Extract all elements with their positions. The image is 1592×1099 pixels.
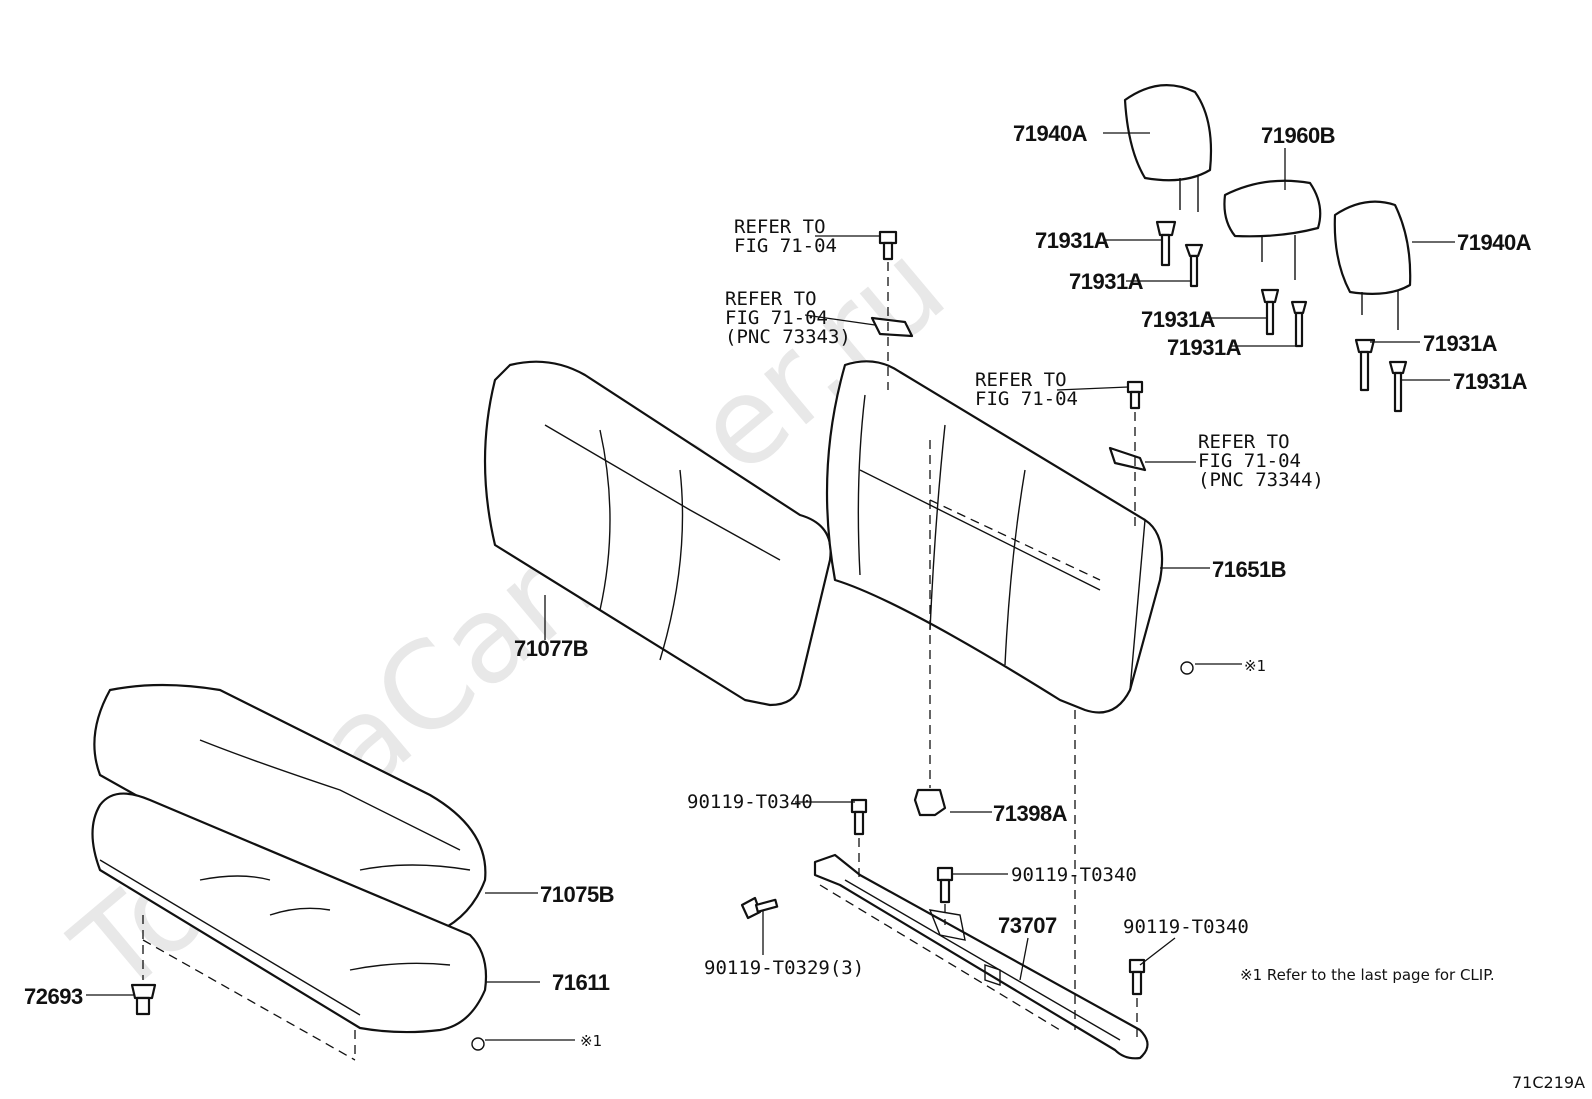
cushion-clip[interactable]	[130, 983, 157, 1016]
bolt-2[interactable]	[936, 866, 954, 904]
label-cushion-cover: 71075B	[540, 882, 614, 907]
label-support-4: 71931A	[1167, 335, 1242, 360]
refer-bolt-2[interactable]	[1126, 380, 1144, 410]
label-cushion-clip: 72693	[24, 984, 83, 1009]
label-bolt-3: 90119-T0340	[1123, 916, 1249, 938]
seat-cushion-pad[interactable]	[91, 792, 488, 1034]
label-headrest-right: 71940A	[1457, 230, 1532, 255]
label-support-3: 71931A	[1141, 307, 1216, 332]
refer-3-line-2: FIG 71-04	[975, 388, 1078, 410]
bolt-4[interactable]	[740, 896, 779, 920]
label-seatback-frame: 71651B	[1212, 557, 1286, 582]
refer-bolt-1[interactable]	[878, 230, 898, 261]
refer-4-line-1: REFER TO	[1198, 431, 1290, 453]
refer-1-line-2: FIG 71-04	[734, 235, 837, 257]
label-bolt-2: 90119-T0340	[1011, 864, 1137, 886]
refer-2-line-2: FIG 71-04	[725, 307, 828, 329]
label-bolt-4: 90119-T0329(3)	[704, 957, 864, 979]
bolt-1[interactable]	[850, 798, 868, 836]
label-cushion-pad: 71611	[552, 970, 610, 995]
headrest-center[interactable]	[1223, 179, 1322, 280]
seatback-frame[interactable]	[825, 360, 1164, 714]
clip-note-1: ※1	[1244, 657, 1266, 675]
refer-1-line-1: REFER TO	[734, 216, 826, 238]
headrest-support-6[interactable]	[1388, 360, 1408, 413]
seatback-cover[interactable]	[483, 360, 832, 707]
headrest-support-5[interactable]	[1354, 338, 1376, 392]
headrest-right[interactable]	[1333, 200, 1412, 330]
headrest-left[interactable]	[1123, 84, 1213, 212]
label-bracket: 73707	[998, 913, 1057, 938]
refer-4-line-3: (PNC 73344)	[1198, 469, 1324, 491]
label-bolt-1: 90119-T0340	[687, 791, 813, 813]
refer-bracket-73343[interactable]	[870, 316, 914, 338]
headrest-support-3[interactable]	[1260, 288, 1280, 336]
guide-lines	[142, 262, 1138, 1061]
label-headrest-center: 71960B	[1261, 123, 1335, 148]
refer-2-line-3: (PNC 73343)	[725, 326, 851, 348]
bolt-3[interactable]	[1128, 958, 1146, 996]
refer-4-line-2: FIG 71-04	[1198, 450, 1301, 472]
label-support-5: 71931A	[1423, 331, 1498, 356]
leader-lines	[86, 132, 1455, 1041]
headrest-support-4[interactable]	[1290, 300, 1308, 348]
headrest-support-2[interactable]	[1184, 243, 1204, 288]
figure-code: 71C219A	[1512, 1073, 1585, 1092]
label-support-2: 71931A	[1069, 269, 1144, 294]
label-seatback-cover: 71077B	[514, 636, 588, 661]
refer-3-line-1: REFER TO	[975, 369, 1067, 391]
label-support-6: 71931A	[1453, 369, 1528, 394]
footnote: ※1 Refer to the last page for CLIP.	[1240, 966, 1495, 984]
refer-2-line-1: REFER TO	[725, 288, 817, 310]
hinge-clip[interactable]	[913, 788, 947, 817]
bracket[interactable]	[813, 853, 1149, 1060]
label-support-1: 71931A	[1035, 228, 1110, 253]
label-hinge-clip: 71398A	[993, 801, 1068, 826]
headrest-support-1[interactable]	[1155, 220, 1177, 267]
clip-symbol-1	[1180, 661, 1194, 675]
clip-symbol-2	[471, 1037, 485, 1051]
clip-note-2: ※1	[580, 1032, 602, 1050]
label-headrest-left: 71940A	[1013, 121, 1088, 146]
refer-bracket-73344[interactable]	[1108, 446, 1147, 472]
